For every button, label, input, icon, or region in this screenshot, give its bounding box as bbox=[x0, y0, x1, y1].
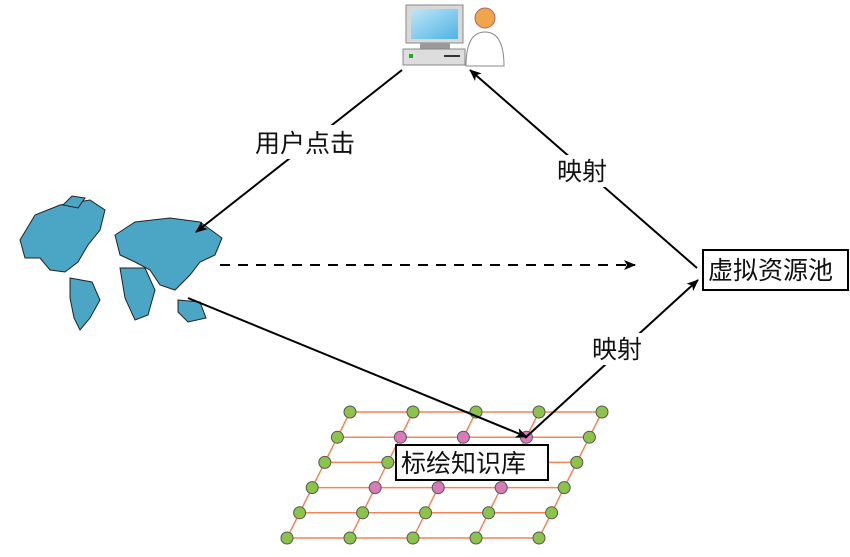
grid-node bbox=[595, 405, 609, 419]
grid-node bbox=[469, 531, 483, 545]
grid-node bbox=[356, 506, 370, 520]
grid-node bbox=[557, 481, 571, 495]
computer-user-icon bbox=[402, 4, 505, 67]
grid-node bbox=[343, 405, 357, 419]
grid-node-pink bbox=[494, 481, 508, 495]
world-map-icon bbox=[19, 195, 223, 331]
grid-node bbox=[330, 430, 344, 444]
grid-node bbox=[318, 455, 332, 469]
grid-node bbox=[482, 506, 496, 520]
grid-node bbox=[545, 506, 559, 520]
grid-node bbox=[343, 531, 357, 545]
grid-node bbox=[280, 531, 294, 545]
grid-node-pink bbox=[368, 481, 382, 495]
grid-node bbox=[582, 430, 596, 444]
grid-node bbox=[532, 531, 546, 545]
grid-node bbox=[293, 506, 307, 520]
grid-node-pink bbox=[393, 430, 407, 444]
virtual-pool-box: 虚拟资源池 bbox=[702, 249, 849, 291]
grid-node bbox=[381, 455, 395, 469]
virtual-pool-label: 虚拟资源池 bbox=[708, 256, 833, 285]
knowledge-base-label: 标绘知识库 bbox=[401, 449, 526, 478]
arrow-map-to-kb bbox=[187, 297, 528, 438]
grid-node bbox=[406, 405, 420, 419]
grid-node-pink bbox=[456, 430, 470, 444]
grid-node-pink bbox=[431, 481, 445, 495]
mapping-label-top: 映射 bbox=[557, 157, 607, 186]
grid-line bbox=[286, 411, 351, 539]
knowledge-base-box: 标绘知识库 bbox=[395, 444, 549, 481]
grid-node bbox=[406, 531, 420, 545]
mapping-label-bottom: 映射 bbox=[592, 335, 642, 364]
grid-node bbox=[419, 506, 433, 520]
grid-node bbox=[532, 405, 546, 419]
grid-node bbox=[570, 455, 584, 469]
user-click-label: 用户点击 bbox=[255, 129, 355, 158]
grid-node bbox=[305, 481, 319, 495]
